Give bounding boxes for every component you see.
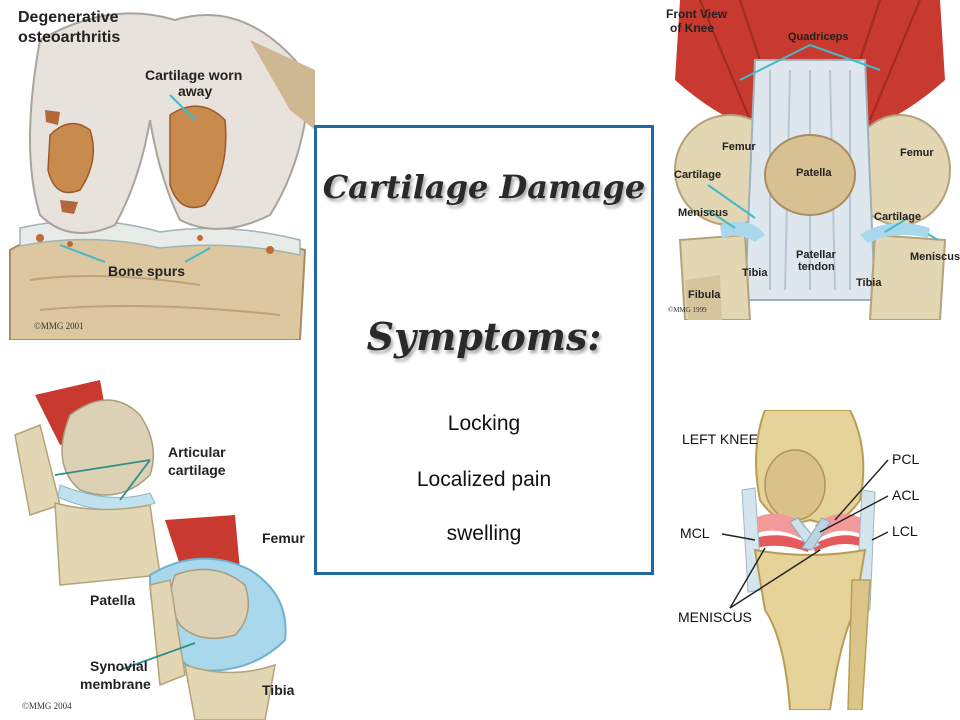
front-heading-line1: Front View <box>666 7 728 21</box>
label-tibia-right: Tibia <box>856 277 882 289</box>
label-femur-left: Femur <box>722 141 756 153</box>
osteo-copyright: ©MMG 2001 <box>34 321 84 331</box>
label-cartilage-worn-line2: away <box>178 83 213 99</box>
label-acl: ACL <box>892 487 920 503</box>
label-patella-side: Patella <box>90 592 136 608</box>
left-knee-drawing <box>670 410 960 710</box>
label-femur-right: Femur <box>900 147 934 159</box>
osteoarthritis-illustration: Degenerative osteoarthritis Cartilage wo… <box>0 0 315 340</box>
label-fibula: Fibula <box>688 289 721 301</box>
label-tibia-side: Tibia <box>262 682 295 698</box>
symptoms-card: Cartilage Damage Symptoms: Locking Local… <box>314 125 654 575</box>
label-patellar-tendon-line1: Patellar <box>796 249 836 261</box>
side-view-illustration: Articular cartilage Femur Patella Synovi… <box>0 375 310 720</box>
side-view-drawing <box>0 375 310 720</box>
front-copyright: ©MMG 1999 <box>668 306 707 314</box>
symptom-item: Locking <box>447 412 521 435</box>
symptom-item: Localized pain <box>416 468 552 491</box>
label-femur-side: Femur <box>262 530 305 546</box>
label-bone-spurs: Bone spurs <box>108 263 186 279</box>
front-view-illustration: Front View of Knee Quadriceps Femur Femu… <box>660 0 960 320</box>
label-meniscus: MENISCUS <box>678 609 752 625</box>
osteo-heading-line2: osteoarthritis <box>18 29 121 46</box>
label-synovial-line2: membrane <box>80 676 151 692</box>
side-copyright: ©MMG 2004 <box>22 701 72 711</box>
label-patellar-tendon-line2: tendon <box>798 261 835 273</box>
label-articular-line2: cartilage <box>168 462 226 478</box>
card-subtitle: Symptoms: <box>366 314 602 359</box>
label-cartilage-left: Cartilage <box>674 169 722 181</box>
card-title: Cartilage Damage <box>322 168 646 206</box>
label-articular-line1: Articular <box>168 444 226 460</box>
label-meniscus-right: Meniscus <box>910 251 960 263</box>
label-meniscus-left: Meniscus <box>678 207 729 219</box>
front-view-drawing <box>660 0 960 320</box>
label-cartilage-right: Cartilage <box>874 211 922 223</box>
label-pcl: PCL <box>892 451 920 467</box>
symptom-item: swelling <box>446 522 522 545</box>
osteoarthritis-drawing <box>0 0 315 340</box>
left-knee-illustration: LEFT KNEE PCL ACL MCL LCL MENISCUS <box>670 410 960 710</box>
label-quadriceps: Quadriceps <box>788 31 849 43</box>
label-tibia-left: Tibia <box>742 267 768 279</box>
label-lcl: LCL <box>892 523 918 539</box>
label-mcl: MCL <box>680 525 710 541</box>
osteo-heading-line1: Degenerative <box>18 9 119 26</box>
label-synovial-line1: Synovial <box>90 658 148 674</box>
label-patella: Patella <box>796 167 832 179</box>
label-cartilage-worn-line1: Cartilage worn <box>145 67 243 83</box>
front-heading-line2: of Knee <box>670 21 715 35</box>
label-left-knee: LEFT KNEE <box>682 431 758 447</box>
